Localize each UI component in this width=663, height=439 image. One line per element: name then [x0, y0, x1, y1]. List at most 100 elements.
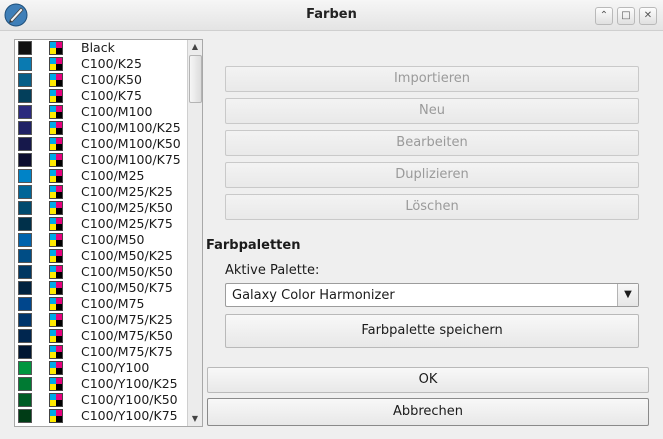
cmyk-icon	[49, 217, 63, 231]
title-bar: Farben ⌃ □ ✕	[0, 0, 663, 31]
cmyk-icon	[49, 377, 63, 391]
color-list-item[interactable]: C100/Y100/K75	[15, 408, 186, 424]
color-name: C100/Y100/K25	[81, 376, 178, 391]
color-swatch	[18, 217, 32, 231]
color-swatch	[18, 89, 32, 103]
save-palette-button[interactable]: Farbpalette speichern	[225, 314, 639, 348]
color-list-item[interactable]: C100/M50/K50	[15, 264, 186, 280]
color-list-item[interactable]: C100/M100/K50	[15, 136, 186, 152]
color-swatch	[18, 329, 32, 343]
cmyk-icon	[49, 41, 63, 55]
chevron-down-icon[interactable]: ▼	[617, 284, 638, 306]
color-list-item[interactable]: C100/M50/K25	[15, 248, 186, 264]
color-name: C100/M100/K50	[81, 136, 181, 151]
color-swatch	[18, 169, 32, 183]
cmyk-icon	[49, 233, 63, 247]
scroll-up-icon[interactable]: ▲	[191, 42, 199, 51]
color-swatch	[18, 153, 32, 167]
cmyk-icon	[49, 361, 63, 375]
color-swatch	[18, 41, 32, 55]
color-list-item[interactable]: C100/M25	[15, 168, 186, 184]
color-list-item[interactable]: C100/M100/K25	[15, 120, 186, 136]
color-swatch	[18, 57, 32, 71]
color-list-item[interactable]: C100/M75/K75	[15, 344, 186, 360]
color-name: C100/M25/K50	[81, 200, 173, 215]
color-list-item[interactable]: C100/M25/K75	[15, 216, 186, 232]
cmyk-icon	[49, 121, 63, 135]
color-name: C100/K25	[81, 56, 142, 71]
color-swatch	[18, 409, 32, 423]
cmyk-icon	[49, 89, 63, 103]
color-name: C100/M75/K25	[81, 312, 173, 327]
minimize-button[interactable]: ⌃	[595, 7, 613, 25]
color-swatch	[18, 297, 32, 311]
color-swatch	[18, 121, 32, 135]
color-list-item[interactable]: C100/K50	[15, 72, 186, 88]
color-list-item[interactable]: C100/K75	[15, 88, 186, 104]
cmyk-icon	[49, 185, 63, 199]
color-swatch	[18, 185, 32, 199]
active-palette-select[interactable]: Galaxy Color Harmonizer ▼	[225, 283, 639, 307]
color-swatch	[18, 265, 32, 279]
edit-button[interactable]: Bearbeiten	[225, 130, 639, 156]
delete-button[interactable]: Löschen	[225, 194, 639, 220]
color-swatch	[18, 249, 32, 263]
color-name: C100/M50/K75	[81, 280, 173, 295]
color-swatch	[18, 281, 32, 295]
color-swatch	[18, 201, 32, 215]
color-name: Black	[81, 40, 115, 55]
cmyk-icon	[49, 329, 63, 343]
cmyk-icon	[49, 297, 63, 311]
color-name: C100/M50	[81, 232, 145, 247]
close-button[interactable]: ✕	[639, 7, 657, 25]
color-name: C100/M75/K75	[81, 344, 173, 359]
cmyk-icon	[49, 345, 63, 359]
app-logo-icon	[4, 3, 28, 27]
color-list-item[interactable]: C100/Y100/K50	[15, 392, 186, 408]
color-list-item[interactable]: C100/M50	[15, 232, 186, 248]
color-swatch	[18, 73, 32, 87]
color-list-item[interactable]: C100/M50/K75	[15, 280, 186, 296]
cmyk-icon	[49, 73, 63, 87]
color-name: C100/Y100	[81, 360, 150, 375]
palettes-heading: Farbpaletten	[206, 238, 301, 253]
color-list-item[interactable]: C100/M25/K25	[15, 184, 186, 200]
color-name: C100/Y100/K75	[81, 408, 178, 423]
scrollbar-thumb[interactable]	[189, 55, 202, 103]
cmyk-icon	[49, 249, 63, 263]
color-list-item[interactable]: C100/M100/K75	[15, 152, 186, 168]
color-list-item[interactable]: C100/M75	[15, 296, 186, 312]
cmyk-icon	[49, 137, 63, 151]
color-list-item[interactable]: C100/Y100/K25	[15, 376, 186, 392]
color-name: C100/K75	[81, 88, 142, 103]
color-name: C100/M75/K50	[81, 328, 173, 343]
color-name: C100/M50/K25	[81, 248, 173, 263]
cmyk-icon	[49, 57, 63, 71]
color-list-scrollbar[interactable]: ▲ ▼	[187, 40, 202, 426]
color-swatch	[18, 377, 32, 391]
maximize-button[interactable]: □	[617, 7, 635, 25]
cmyk-icon	[49, 281, 63, 295]
color-list-item[interactable]: Black	[15, 40, 186, 56]
cmyk-icon	[49, 105, 63, 119]
color-swatch	[18, 313, 32, 327]
cmyk-icon	[49, 393, 63, 407]
import-button[interactable]: Importieren	[225, 66, 639, 92]
color-list-item[interactable]: C100/M100	[15, 104, 186, 120]
color-list-item[interactable]: C100/M25/K50	[15, 200, 186, 216]
color-list-item[interactable]: C100/M75/K50	[15, 328, 186, 344]
scroll-down-icon[interactable]: ▼	[191, 414, 199, 423]
color-swatch	[18, 393, 32, 407]
cmyk-icon	[49, 169, 63, 183]
color-name: C100/K50	[81, 72, 142, 87]
active-palette-label: Aktive Palette:	[225, 263, 320, 278]
color-list-item[interactable]: C100/Y100	[15, 360, 186, 376]
color-swatch	[18, 361, 32, 375]
new-button[interactable]: Neu	[225, 98, 639, 124]
duplicate-button[interactable]: Duplizieren	[225, 162, 639, 188]
color-list-item[interactable]: C100/K25	[15, 56, 186, 72]
ok-button[interactable]: OK	[207, 367, 649, 393]
color-list-item[interactable]: C100/M75/K25	[15, 312, 186, 328]
cancel-button[interactable]: Abbrechen	[207, 398, 649, 426]
